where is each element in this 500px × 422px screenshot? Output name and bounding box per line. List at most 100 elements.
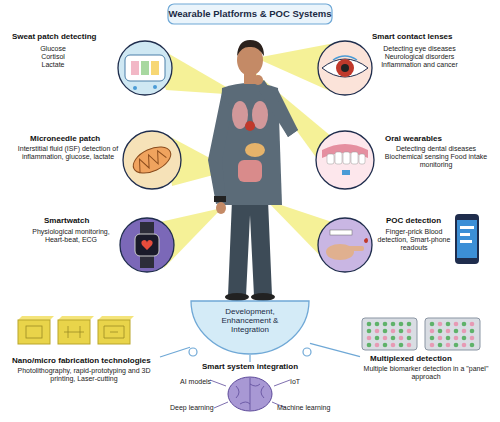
chip-icon (104, 326, 124, 338)
node-text: Development, Enhancement & Integration (215, 307, 285, 335)
brain-icon (228, 377, 272, 411)
microplate-icon (438, 343, 443, 348)
microplate-icon (367, 322, 475, 348)
sweat-patch-icon (141, 61, 149, 75)
microneedle-icon (135, 149, 167, 173)
microplate-icon (391, 343, 396, 348)
microplate-icon (462, 322, 467, 327)
node-text: IoT (290, 378, 320, 386)
oral-icon (316, 131, 374, 189)
microplate-icon (362, 318, 417, 350)
feature-node: POC detectionFinger-prick Blood detectio… (374, 216, 454, 266)
microplate-icon (430, 322, 435, 327)
title-text: Wearable Platforms & POC Systems (168, 4, 332, 24)
oral-icon (335, 152, 342, 164)
smartwatch-icon (120, 218, 174, 272)
microneedle-icon (129, 142, 175, 179)
contact-lens-icon (333, 56, 357, 60)
human-figure (208, 40, 298, 301)
node-text: Machine learning (277, 404, 335, 412)
microplate-icon (367, 336, 372, 341)
microplate-icon (462, 336, 467, 341)
microplate-icon (462, 329, 467, 334)
poc-icon (330, 230, 352, 235)
microplate-icon (446, 322, 451, 327)
microplate-icon (391, 336, 396, 341)
node-text: Physiological monitoring, Heart-beat, EC… (22, 228, 120, 244)
microplate-icon (425, 318, 480, 350)
microplate-icon (438, 336, 443, 341)
sweat-patch-icon (131, 61, 139, 75)
hub-bowl: Development, Enhancement & Integration (190, 300, 310, 355)
human-figure (228, 200, 272, 296)
node-heading: Nano/micro fabrication technologies (12, 356, 160, 365)
human-figure (245, 143, 265, 157)
chip-icon (18, 320, 50, 344)
microplate-icon (446, 329, 451, 334)
node-heading: Microneedle patch (30, 134, 125, 143)
microplate-icon (454, 343, 459, 348)
smartwatch-icon (135, 234, 159, 256)
sweat-patch-icon (125, 55, 165, 81)
connector-line (249, 355, 250, 362)
chip-icon (18, 316, 54, 320)
microplate-icon (375, 329, 380, 334)
microneedle-icon (123, 131, 181, 189)
smartphone-icon (460, 233, 470, 236)
poc-icon (318, 218, 372, 272)
microplate-icon (375, 343, 380, 348)
microplate-icon (399, 343, 404, 348)
node-heading: POC detection (386, 216, 456, 225)
microplate-icon (407, 329, 412, 334)
node-text: Photolithography, rapid-prototyping and … (8, 367, 160, 383)
connector-dot (303, 348, 311, 356)
smartphone-icon (455, 214, 479, 264)
microplate-icon (391, 329, 396, 334)
smartphone-icon (455, 214, 479, 264)
feature-node: Multiplexed detectionMultiple biomarker … (360, 354, 492, 394)
microplate-icon (367, 322, 475, 348)
smartphone-icon (460, 240, 472, 243)
human-figure (253, 75, 263, 85)
node-heading: Multiplexed detection (370, 354, 485, 363)
microplate-icon (399, 322, 404, 327)
microplate-icon (454, 336, 459, 341)
feature-node: Smart system integrationAI modelsIoTDeep… (165, 362, 335, 420)
sweat-patch-icon (118, 41, 172, 95)
microplate-icon (383, 322, 388, 327)
poc-icon (364, 238, 368, 243)
microplate-icon (430, 336, 435, 341)
microplate-icon (375, 322, 380, 327)
oral-icon (343, 152, 350, 164)
smartwatch-icon (140, 222, 154, 268)
microplate-icon (367, 329, 372, 334)
node-heading: Smart contact lenses (372, 32, 482, 41)
node-heading: Smart system integration (200, 362, 300, 371)
feature-node: Nano/micro fabrication technologiesPhoto… (8, 356, 160, 408)
microplate-icon (438, 322, 443, 327)
node-text: Deep learning (170, 404, 230, 412)
microplate-icon (446, 336, 451, 341)
microplate-icon (383, 329, 388, 334)
connector-dot (189, 348, 197, 356)
microplate-icon (383, 336, 388, 341)
microplate-icon (383, 343, 388, 348)
oral-icon (351, 152, 358, 164)
contact-lens-icon (318, 41, 372, 95)
node-text: Glucose Cortisol Lactate (32, 45, 74, 69)
microneedle-icon (123, 131, 181, 189)
poc-icon (348, 246, 364, 251)
feature-node: Sweat patch detectingGlucose Cortisol La… (12, 32, 120, 84)
connector-line (160, 347, 190, 357)
human-figure (238, 160, 262, 182)
feature-node: SmartwatchPhysiological monitoring, Hear… (22, 216, 120, 256)
human-figure (251, 293, 275, 301)
node-heading: Oral wearables (385, 134, 485, 143)
human-figure (208, 92, 232, 204)
node-heading: Sweat patch detecting (12, 32, 120, 41)
chip-icon (26, 326, 42, 338)
connector-line (310, 343, 360, 356)
chip-icon (58, 316, 94, 320)
node-text: Detecting dental diseases Biochemical se… (380, 145, 492, 169)
